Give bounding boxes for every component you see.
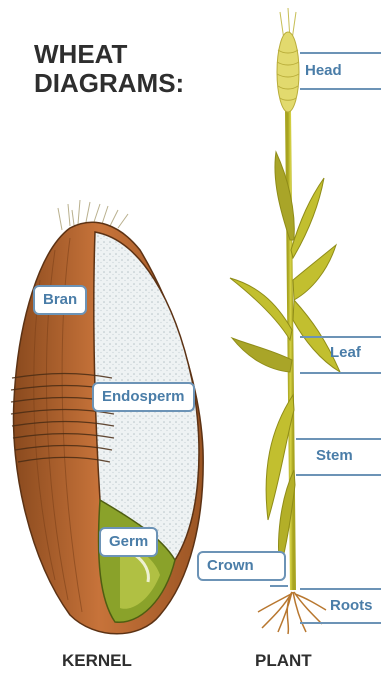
plant-leaves: [230, 152, 340, 570]
plant-illustration: [230, 8, 340, 634]
plant-caption: PLANT: [255, 651, 312, 671]
stem-line-top: [296, 438, 381, 440]
stem-label: Stem: [316, 447, 353, 464]
stem-line-bottom: [296, 474, 381, 476]
crown-label: Crown: [197, 551, 286, 581]
plant-head: [277, 8, 299, 112]
kernel-caption: KERNEL: [62, 651, 132, 671]
plant-roots: [258, 592, 326, 634]
kernel-illustration: [11, 200, 203, 634]
germ-label: Germ: [99, 527, 158, 557]
head-line-bottom: [300, 88, 381, 90]
roots-line-top: [300, 588, 381, 590]
roots-line-bottom: [300, 622, 381, 624]
crown-line: [270, 585, 288, 587]
head-line-top: [300, 52, 381, 54]
leaf-line-top: [300, 336, 381, 338]
leaf-label: Leaf: [330, 344, 361, 361]
bran-label: Bran: [33, 285, 87, 315]
endosperm-label: Endosperm: [92, 382, 195, 412]
head-label: Head: [305, 62, 342, 79]
roots-label: Roots: [330, 597, 373, 614]
leaf-line-bottom: [300, 372, 381, 374]
